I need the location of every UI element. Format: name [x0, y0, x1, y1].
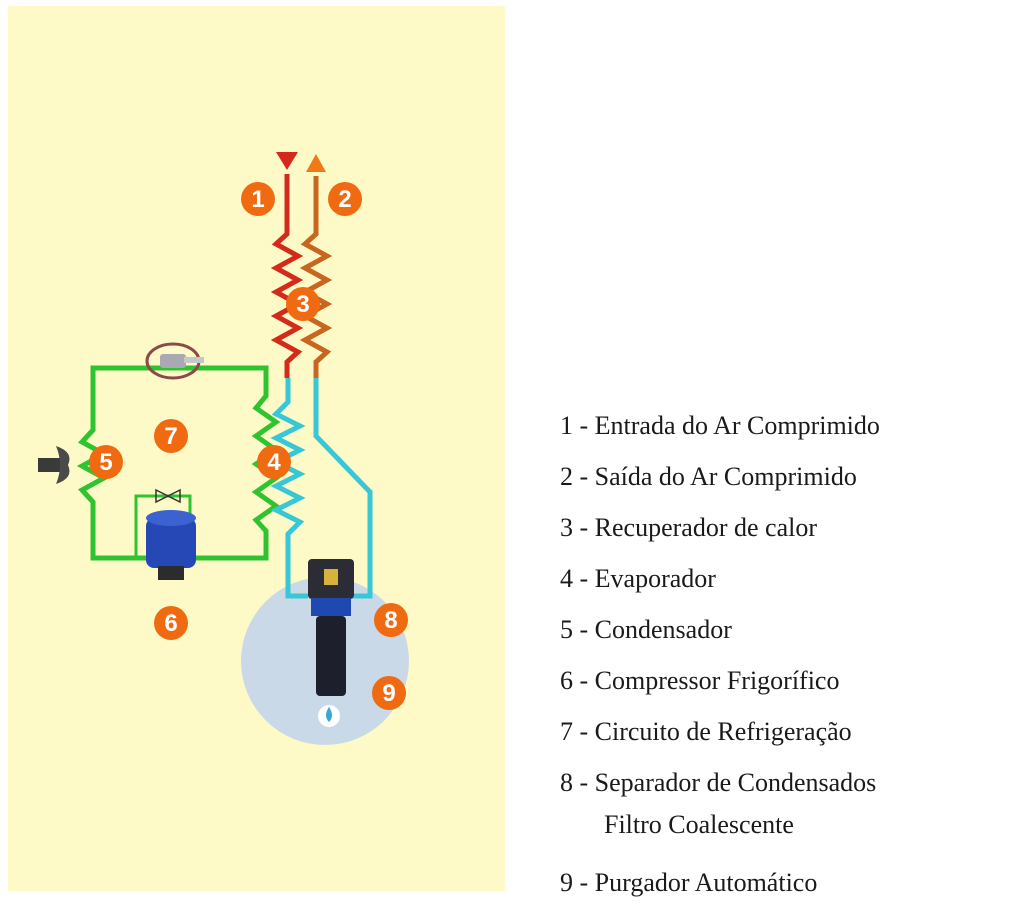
legend-text: Recuperador de calor [594, 513, 817, 542]
legend-number: 4 [560, 564, 573, 593]
legend-number: 7 [560, 717, 573, 746]
refrigerant-circuit [76, 365, 281, 561]
marker-9: 9 [372, 676, 406, 710]
legend-number: 2 [560, 462, 573, 491]
expansion-valve-icon [145, 342, 204, 380]
marker-2-label: 2 [338, 186, 351, 213]
legend-item: 5 - Condensador [560, 608, 880, 659]
marker-9-label: 9 [382, 680, 395, 707]
legend-separator: - [573, 717, 595, 746]
legend-item: 3 - Recuperador de calor [560, 506, 880, 557]
fan-icon [38, 446, 70, 484]
marker-5: 5 [89, 445, 123, 479]
marker-5-label: 5 [99, 449, 112, 476]
legend-text: Purgador Automático [594, 868, 818, 897]
legend-item: 7 - Circuito de Refrigeração [560, 710, 880, 761]
marker-6-label: 6 [164, 610, 177, 637]
legend-text: Separador de Condensados [594, 768, 877, 797]
legend-separator: - [573, 868, 595, 897]
legend-separator: - [573, 564, 595, 593]
legend-separator: - [573, 462, 595, 491]
legend: 1 - Entrada do Ar Comprimido 2 - Saída d… [560, 404, 880, 912]
legend-number: 6 [560, 666, 573, 695]
marker-7-label: 7 [164, 423, 177, 450]
marker-6: 6 [154, 606, 188, 640]
marker-1-label: 1 [251, 186, 264, 213]
marker-3-label: 3 [296, 291, 309, 318]
legend-item: 2 - Saída do Ar Comprimido [560, 455, 880, 506]
marker-1: 1 [241, 182, 275, 216]
valve-icon [155, 488, 170, 504]
legend-item: 1 - Entrada do Ar Comprimido [560, 404, 880, 455]
legend-separator: - [573, 411, 595, 440]
marker-8-label: 8 [384, 607, 397, 634]
legend-text: Compressor Frigorífico [594, 666, 840, 695]
marker-7: 7 [154, 419, 188, 453]
legend-item: 9 - Purgador Automático [560, 861, 880, 912]
return-air-pipe [313, 378, 373, 599]
legend-item: 6 - Compressor Frigorífico [560, 659, 880, 710]
legend-separator: - [573, 666, 595, 695]
marker-3: 3 [286, 287, 320, 321]
refrigeration-dryer-diagram: 1 2 3 4 5 6 7 8 [38, 152, 409, 745]
marker-2: 2 [328, 182, 362, 216]
legend-separator: - [573, 768, 595, 797]
valve-icon-b [166, 488, 181, 504]
legend-separator: - [573, 615, 595, 644]
legend-number: 8 [560, 768, 573, 797]
legend-text: Saída do Ar Comprimido [594, 462, 857, 491]
marker-8: 8 [374, 603, 408, 637]
legend-number: 1 [560, 411, 573, 440]
legend-item: 4 - Evaporador [560, 557, 880, 608]
legend-separator: - [573, 513, 595, 542]
legend-text: Entrada do Ar Comprimido [594, 411, 880, 440]
compressor-icon [146, 510, 196, 580]
legend-number: 5 [560, 615, 573, 644]
inlet-pipe [270, 174, 304, 378]
legend-text: Circuito de Refrigeração [594, 717, 852, 746]
cold-air-pipe [270, 378, 308, 599]
filter-icon [308, 559, 354, 696]
inlet-arrow-icon [276, 152, 298, 170]
legend-text: Evaporador [594, 564, 716, 593]
outlet-pipe [299, 176, 333, 378]
marker-4: 4 [257, 445, 291, 479]
diagram-panel: 1 2 3 4 5 6 7 8 [8, 6, 505, 891]
marker-4-label: 4 [267, 449, 281, 476]
outlet-arrow-icon [306, 154, 326, 172]
legend-text: Condensador [594, 615, 732, 644]
legend-number: 9 [560, 868, 573, 897]
drain-droplet-icon [318, 705, 340, 727]
legend-text-line2: Filtro Coalescente [604, 810, 794, 839]
legend-number: 3 [560, 513, 573, 542]
